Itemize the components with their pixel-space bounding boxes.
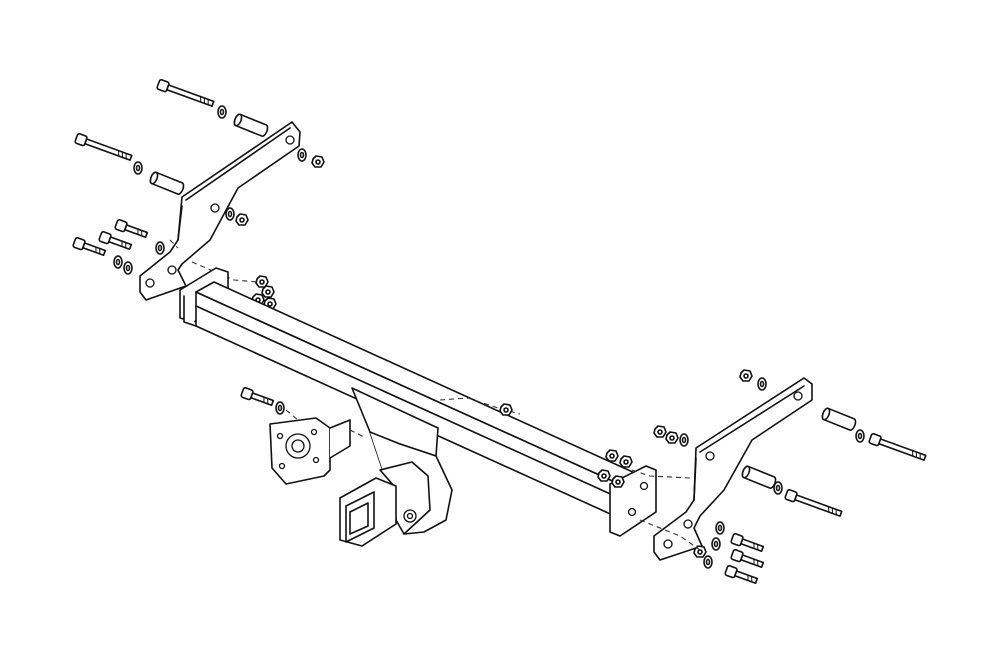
left-mounting-bracket <box>139 121 301 301</box>
main-cross-beam <box>179 267 657 537</box>
hitch-receiver <box>339 387 453 547</box>
right-mounting-bracket <box>653 377 813 561</box>
left-hardware <box>71 78 325 310</box>
electrical-socket-bracket <box>239 386 367 485</box>
right-hardware <box>597 369 928 587</box>
